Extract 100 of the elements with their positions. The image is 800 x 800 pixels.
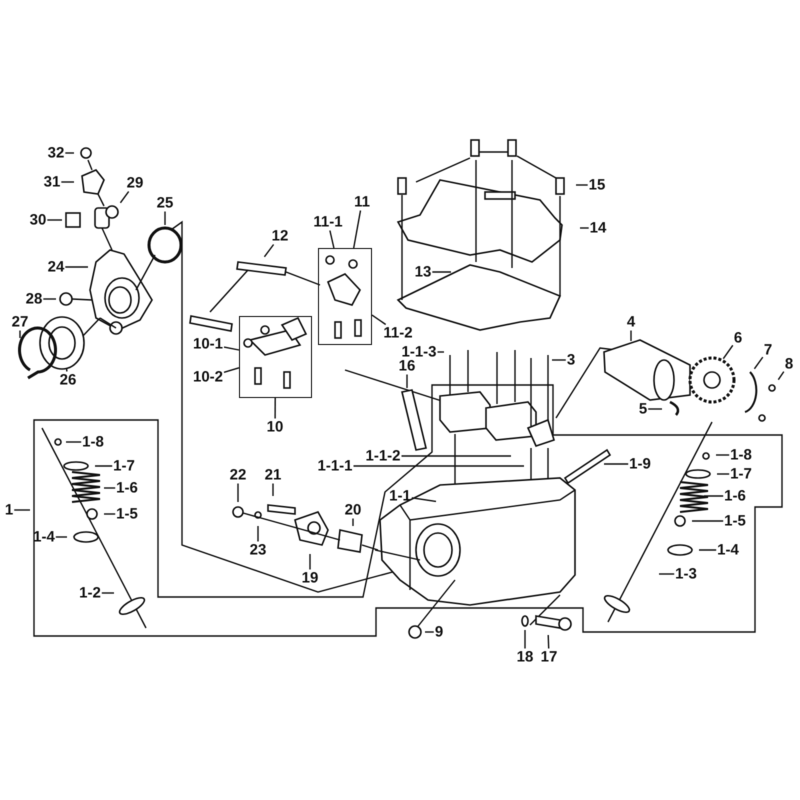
leader-line	[309, 554, 311, 570]
leader-line	[524, 630, 526, 648]
callout-number: 29	[126, 174, 144, 192]
callout-number: 11	[353, 194, 371, 210]
leader-line	[352, 518, 354, 526]
leader-line	[412, 497, 436, 502]
leader-line	[66, 441, 82, 443]
callout-number: 1-7	[729, 466, 753, 482]
leader-line	[104, 513, 116, 515]
leader-line	[224, 346, 240, 351]
callout-number: 10-1	[192, 336, 224, 352]
callout-number: 1-7	[112, 458, 136, 474]
leader-line	[659, 573, 674, 575]
callout-number: 1-1-1	[316, 458, 354, 474]
leader-line	[61, 181, 74, 183]
callout-number: 15	[588, 176, 606, 194]
leader-line	[692, 520, 724, 522]
leader-line	[95, 465, 112, 467]
leader-line	[104, 487, 116, 489]
callout-number: 4	[626, 314, 636, 330]
callout-number: 22	[228, 466, 248, 484]
callout-number: 1-5	[723, 512, 747, 530]
callout-number: 10-2	[192, 368, 224, 386]
callout-number: 1-3	[674, 566, 698, 582]
callout-number: 20	[344, 502, 362, 518]
callout-number: 26	[58, 372, 78, 388]
leader-line	[66, 368, 68, 372]
callout-number: 1-1	[388, 488, 412, 504]
leader-line	[604, 463, 628, 465]
leader-line	[704, 495, 724, 497]
callout-number: 10	[266, 418, 284, 436]
leader-line	[353, 210, 362, 248]
callout-number: 7	[762, 342, 774, 358]
callout-number: 1-8	[81, 434, 105, 450]
leader-line	[354, 465, 524, 467]
callout-number: 19	[300, 570, 320, 586]
callout-number: 21	[264, 466, 282, 484]
leader-line	[120, 191, 130, 204]
callout-number: 30	[28, 212, 48, 228]
callout-number: 5	[638, 400, 648, 418]
callout-number: 14	[588, 220, 608, 236]
leader-line	[406, 374, 408, 388]
group-frame	[318, 248, 372, 345]
leader-line	[580, 227, 589, 229]
callout-number: 1-6	[115, 480, 139, 496]
callout-number: 8	[784, 356, 794, 372]
leader-line	[425, 631, 434, 633]
callout-number: 17	[540, 648, 558, 666]
leader-line	[716, 454, 730, 456]
leader-line	[372, 314, 386, 326]
callout-number: 27	[10, 314, 30, 330]
leader-line	[648, 408, 662, 410]
leader-line	[237, 484, 239, 502]
callout-number: 23	[248, 542, 268, 558]
leader-line	[43, 298, 56, 300]
leader-line	[164, 212, 166, 225]
leader-line	[552, 359, 566, 361]
callout-number: 9	[434, 624, 444, 640]
leader-line	[432, 271, 451, 273]
leader-line	[257, 526, 259, 542]
callout-number: 18	[516, 648, 534, 666]
leader-line	[47, 219, 62, 221]
leader-line	[548, 634, 550, 649]
group-frame	[239, 316, 312, 398]
leader-line	[65, 152, 74, 154]
callout-number: 1-6	[723, 488, 747, 504]
leader-line	[754, 356, 764, 370]
callout-number: 1-8	[729, 446, 753, 464]
callout-number: 28	[24, 290, 44, 308]
leader-line	[438, 351, 444, 353]
leader-line	[274, 398, 276, 418]
callout-number: 1-4	[716, 542, 740, 558]
leader-line	[102, 592, 114, 594]
leader-line	[402, 455, 511, 457]
leader-line	[264, 244, 274, 258]
callout-number: 12	[270, 228, 290, 244]
callout-number: 1	[4, 502, 14, 518]
leader-line	[717, 473, 730, 475]
callout-number: 13	[414, 264, 432, 280]
callout-number: 25	[156, 194, 174, 212]
leader-line	[65, 266, 88, 268]
leader-line	[14, 509, 30, 511]
callout-number: 1-1-2	[364, 448, 402, 464]
callout-number: 16	[398, 358, 416, 374]
callout-number: 1-4	[32, 528, 56, 546]
callout-number: 11-1	[312, 214, 344, 230]
callout-number: 1-9	[628, 456, 652, 472]
callout-number: 31	[42, 174, 62, 190]
callout-number: 6	[732, 330, 744, 346]
callout-number: 3	[566, 352, 576, 368]
callout-number: 11-2	[382, 324, 414, 342]
leader-line	[576, 184, 588, 186]
leader-line	[329, 230, 335, 248]
callout-number: 1-2	[78, 584, 102, 602]
callout-number: 1-5	[115, 506, 139, 522]
leader-line	[699, 549, 716, 551]
leader-line	[630, 330, 632, 341]
leader-line	[778, 371, 784, 380]
leader-line	[272, 484, 274, 496]
leader-line	[56, 536, 67, 538]
